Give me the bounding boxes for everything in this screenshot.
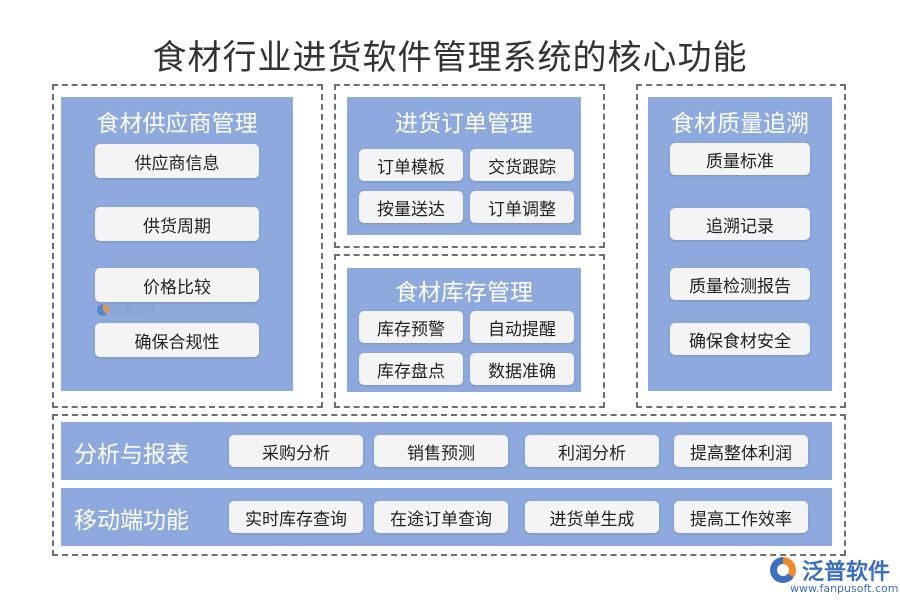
analysis-panel-title: 分析与报表 bbox=[74, 442, 189, 468]
inventory-item: 数据准确 bbox=[470, 353, 574, 385]
watermark-small-text: 泛普软件 bbox=[112, 304, 156, 317]
supplier-panel: 食材供应商管理 供应商信息 供货周期 价格比较 确保合规性 bbox=[61, 97, 293, 391]
supplier-group-frame bbox=[52, 84, 323, 408]
inventory-panel-title: 食材库存管理 bbox=[395, 280, 533, 306]
page-title: 食材行业进货软件管理系统的核心功能 bbox=[152, 38, 748, 78]
mobile-panel: 移动端功能 实时库存查询 在途订单查询 进货单生成 提高工作效率 bbox=[61, 488, 832, 546]
mobile-item: 提高工作效率 bbox=[674, 501, 808, 533]
supplier-panel-title: 食材供应商管理 bbox=[96, 111, 258, 137]
bottom-group-frame bbox=[52, 414, 846, 556]
quality-panel-title: 食材质量追溯 bbox=[671, 111, 809, 137]
mobile-panel-title: 移动端功能 bbox=[74, 508, 189, 534]
analysis-panel: 分析与报表 采购分析 销售预测 利润分析 提高整体利润 bbox=[61, 422, 832, 480]
quality-item: 追溯记录 bbox=[670, 208, 810, 240]
supplier-item: 供货周期 bbox=[95, 207, 259, 241]
order-panel-title: 进货订单管理 bbox=[395, 111, 533, 137]
watermark-small: 泛普软件 bbox=[97, 302, 156, 318]
order-group-frame bbox=[334, 84, 605, 248]
mobile-item: 实时库存查询 bbox=[229, 501, 363, 533]
order-panel: 进货订单管理 订单模板 交货跟踪 按量送达 订单调整 bbox=[347, 97, 581, 235]
mobile-item: 在途订单查询 bbox=[374, 501, 508, 533]
analysis-item: 采购分析 bbox=[229, 435, 363, 467]
brand-url: www.fanpusoft.com bbox=[790, 582, 899, 595]
inventory-item: 库存盘点 bbox=[359, 353, 463, 385]
inventory-item: 自动提醒 bbox=[470, 311, 574, 343]
order-item: 订单调整 bbox=[470, 191, 574, 223]
order-item: 交货跟踪 bbox=[470, 149, 574, 181]
brand-logo-icon bbox=[770, 557, 796, 583]
quality-group-frame bbox=[636, 84, 846, 408]
quality-item: 质量标准 bbox=[670, 143, 810, 175]
supplier-item: 确保合规性 bbox=[95, 323, 259, 357]
quality-item: 确保食材安全 bbox=[670, 323, 810, 355]
quality-item: 质量检测报告 bbox=[670, 268, 810, 300]
mobile-item: 进货单生成 bbox=[525, 501, 659, 533]
order-item: 按量送达 bbox=[359, 191, 463, 223]
inventory-item: 库存预警 bbox=[359, 311, 463, 343]
analysis-item: 提高整体利润 bbox=[674, 435, 808, 467]
inventory-group-frame bbox=[334, 254, 605, 408]
brand-logo: 泛普软件 bbox=[770, 554, 890, 586]
analysis-item: 利润分析 bbox=[525, 435, 659, 467]
inventory-panel: 食材库存管理 库存预警 自动提醒 库存盘点 数据准确 bbox=[347, 268, 581, 392]
brand-logo-icon bbox=[97, 304, 109, 316]
quality-panel: 食材质量追溯 质量标准 追溯记录 质量检测报告 确保食材安全 bbox=[648, 97, 832, 391]
analysis-item: 销售预测 bbox=[374, 435, 508, 467]
order-item: 订单模板 bbox=[359, 149, 463, 181]
supplier-item: 价格比较 bbox=[95, 268, 259, 302]
supplier-item: 供应商信息 bbox=[95, 144, 259, 178]
brand-logo-text: 泛普软件 bbox=[802, 560, 891, 585]
